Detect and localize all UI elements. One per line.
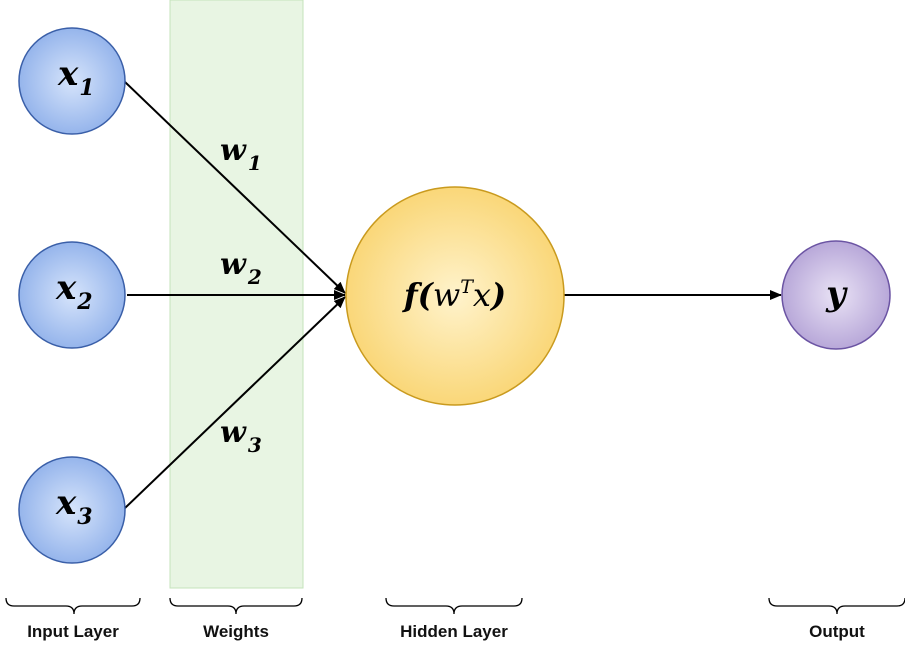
weights-label: Weights: [203, 622, 269, 641]
edge-x3-hidden: [124, 296, 346, 509]
output-brace: [768, 597, 905, 615]
weights-brace: [169, 597, 303, 615]
w3-subscript: 3: [248, 433, 262, 457]
svg-text:x2: x2: [55, 268, 93, 315]
x3-symbol: x: [55, 483, 77, 523]
x1-subscript: 1: [79, 75, 94, 101]
input-node-x1: x1: [18, 27, 126, 135]
open-paren: (: [418, 276, 435, 314]
w2-subscript: 2: [247, 265, 262, 289]
w-symbol: w: [433, 276, 460, 314]
x1-symbol: x: [57, 54, 79, 94]
w3-symbol: w: [220, 415, 247, 450]
f-symbol: f: [402, 276, 423, 314]
output-node: y: [781, 240, 891, 350]
activation-function-label: f(wTx): [402, 276, 506, 314]
x2-symbol: x: [55, 268, 77, 308]
edge-x1-hidden: [124, 81, 346, 294]
input-node-x2: x2: [18, 241, 126, 349]
x-symbol: x: [473, 276, 491, 314]
w1-symbol: w: [220, 133, 247, 168]
input-layer-label: Input Layer: [27, 622, 119, 641]
input-node-x3: x3: [18, 456, 126, 564]
hidden-layer-brace: [385, 597, 523, 615]
transpose-superscript: T: [460, 276, 474, 298]
output-label: Output: [809, 622, 865, 641]
close-paren: ): [489, 276, 506, 314]
y-symbol: y: [825, 274, 848, 314]
svg-text:x1: x1: [57, 54, 95, 101]
w1-subscript: 1: [248, 151, 262, 175]
hidden-layer-label: Hidden Layer: [400, 622, 508, 641]
input-layer-brace: [5, 597, 141, 615]
w2-symbol: w: [220, 247, 247, 282]
svg-text:x3: x3: [55, 483, 93, 530]
x2-subscript: 2: [76, 289, 92, 315]
x3-subscript: 3: [77, 504, 92, 530]
hidden-node: f(wTx): [345, 186, 565, 406]
